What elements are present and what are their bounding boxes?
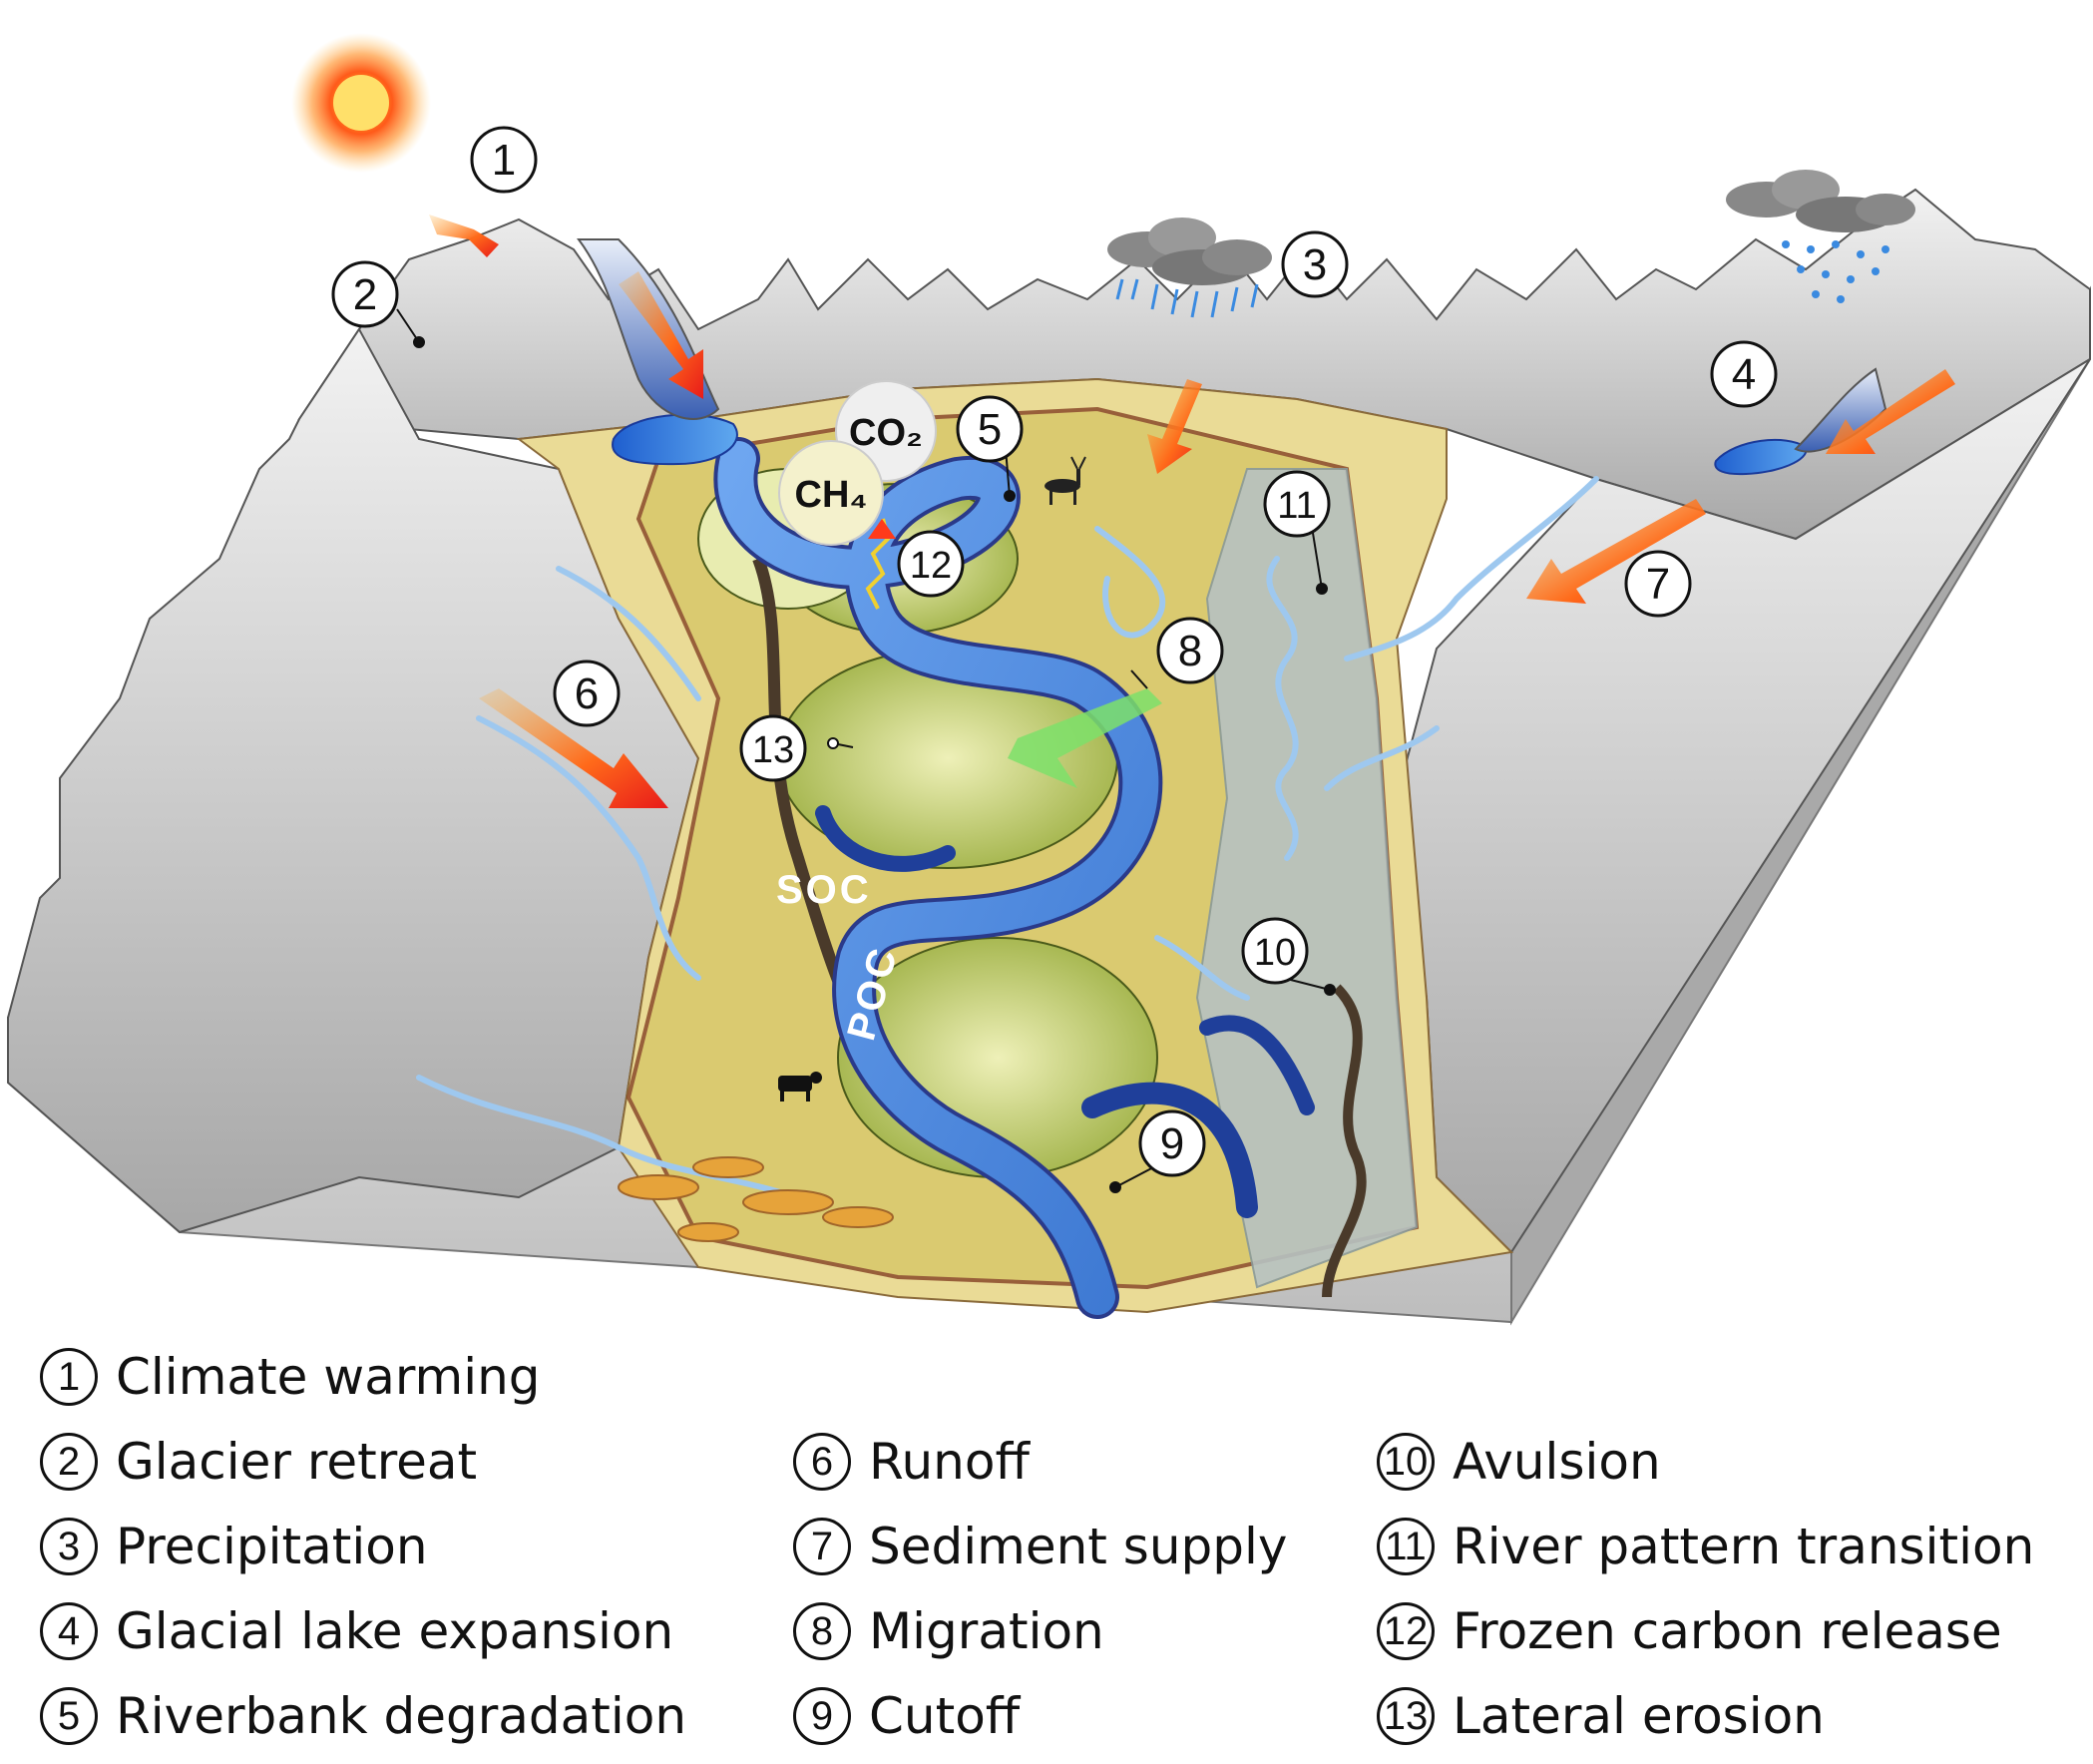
callout-10: 10: [1241, 917, 1309, 985]
callout-12: 12: [897, 530, 965, 598]
oxbow-lake: [1199, 1015, 1315, 1115]
legend-label: Cutoff: [869, 1687, 1021, 1745]
legend-item-11: 11 River pattern transition: [1377, 1512, 2034, 1581]
legend-label: Sediment supply: [869, 1518, 1288, 1575]
callout-13: 13: [739, 714, 807, 782]
legend-number: 11: [1377, 1518, 1435, 1575]
legend-number: 5: [40, 1687, 98, 1745]
legend-item-9: 9 Cutoff: [793, 1681, 1020, 1751]
legend-label: Avulsion: [1453, 1433, 1661, 1491]
ch4-label: CH₄: [795, 474, 868, 516]
svg-text:11: 11: [1277, 485, 1316, 527]
legend-number: 1: [40, 1348, 98, 1406]
callout-11: 11: [1263, 470, 1331, 538]
svg-text:6: 6: [575, 669, 599, 718]
legend-item-5: 5 Riverbank degradation: [40, 1681, 686, 1751]
svg-text:10: 10: [1254, 932, 1296, 974]
arrow-glacier-melt: [619, 271, 703, 399]
callout-8: 8: [1156, 617, 1224, 684]
legend-number: 10: [1377, 1433, 1435, 1491]
svg-text:8: 8: [1178, 627, 1202, 675]
geomorphology-diagram: CO₂ CH₄ SOC POC 1 2 3 4: [7, 33, 2091, 1326]
oxbow-lake: [815, 805, 956, 872]
abandoned-channel: [1322, 984, 1367, 1298]
legend-label: Frozen carbon release: [1453, 1602, 2002, 1660]
legend-number: 12: [1377, 1602, 1435, 1660]
legend-label: Glacier retreat: [116, 1433, 478, 1491]
callout-1: 1: [470, 126, 538, 194]
legend: 1 Climate warming 2 Glacier retreat 3 Pr…: [0, 1337, 2093, 1764]
tributary-network: [416, 476, 1599, 1210]
arrow-sediment: [1526, 499, 1706, 604]
meandering-river: [717, 441, 1159, 1315]
snow-cloud-icon: [1726, 170, 1915, 303]
legend-number: 4: [40, 1602, 98, 1660]
cow-icon: [778, 1072, 822, 1102]
svg-text:4: 4: [1732, 350, 1756, 399]
arrow-climate-warming: [429, 215, 499, 257]
callout-9: 9: [1138, 1109, 1206, 1177]
legend-number: 2: [40, 1433, 98, 1491]
deer-icon: [1045, 456, 1086, 505]
legend-number: 9: [793, 1687, 851, 1745]
svg-text:2: 2: [353, 270, 377, 319]
legend-item-6: 6 Runoff: [793, 1427, 1030, 1497]
callout-2: 2: [331, 260, 399, 328]
callout-6: 6: [553, 660, 621, 727]
svg-text:12: 12: [910, 545, 952, 587]
legend-label: River pattern transition: [1453, 1518, 2035, 1575]
legend-number: 3: [40, 1518, 98, 1575]
left-mountain-range: [7, 327, 700, 1234]
arrow-lake-expansion: [1826, 369, 1955, 454]
process-arrows: [429, 215, 1955, 808]
callout-7: 7: [1624, 550, 1692, 618]
callout-4: 4: [1710, 340, 1778, 408]
legend-item-7: 7 Sediment supply: [793, 1512, 1287, 1581]
soc-label: SOC: [776, 868, 872, 912]
oxbow-lake: [1081, 1082, 1258, 1218]
arrow-precipitation: [1147, 379, 1202, 474]
legend-label: Precipitation: [116, 1518, 428, 1575]
legend-item-1: 1 Climate warming: [40, 1342, 541, 1412]
glacial-lake: [1714, 438, 1808, 476]
svg-text:1: 1: [492, 136, 516, 185]
glacial-lake: [612, 413, 738, 466]
legend-label: Lateral erosion: [1453, 1687, 1825, 1745]
legend-label: Runoff: [869, 1433, 1030, 1491]
legend-item-13: 13 Lateral erosion: [1377, 1681, 1825, 1751]
rain-cloud-icon: [1107, 218, 1272, 318]
legend-item-8: 8 Migration: [793, 1596, 1104, 1666]
callout-5: 5: [956, 395, 1024, 463]
svg-text:5: 5: [978, 405, 1002, 454]
migration-arrow-icon: [1008, 688, 1162, 788]
legend-item-10: 10 Avulsion: [1377, 1427, 1661, 1497]
legend-number: 7: [793, 1518, 851, 1575]
legend-number: 13: [1377, 1687, 1435, 1745]
legend-number: 8: [793, 1602, 851, 1660]
legend-item-12: 12 Frozen carbon release: [1377, 1596, 2002, 1666]
callout-3: 3: [1281, 230, 1349, 298]
ch4-bubble: [778, 440, 884, 546]
legend-item-2: 2 Glacier retreat: [40, 1427, 477, 1497]
svg-text:9: 9: [1160, 1119, 1184, 1168]
legend-label: Migration: [869, 1602, 1104, 1660]
legend-number: 6: [793, 1433, 851, 1491]
sun-core: [333, 75, 389, 131]
svg-text:3: 3: [1303, 240, 1327, 289]
arrow-runoff: [479, 688, 668, 808]
svg-text:13: 13: [752, 729, 794, 771]
svg-text:7: 7: [1646, 560, 1670, 609]
legend-item-3: 3 Precipitation: [40, 1512, 428, 1581]
legend-label: Glacial lake expansion: [116, 1602, 674, 1660]
legend-label: Riverbank degradation: [116, 1687, 687, 1745]
legend-label: Climate warming: [116, 1348, 541, 1406]
carbon-release-arrow: [868, 519, 896, 539]
gravel-bars: [618, 1156, 894, 1242]
legend-item-4: 4 Glacial lake expansion: [40, 1596, 673, 1666]
co2-label: CO₂: [849, 412, 923, 454]
